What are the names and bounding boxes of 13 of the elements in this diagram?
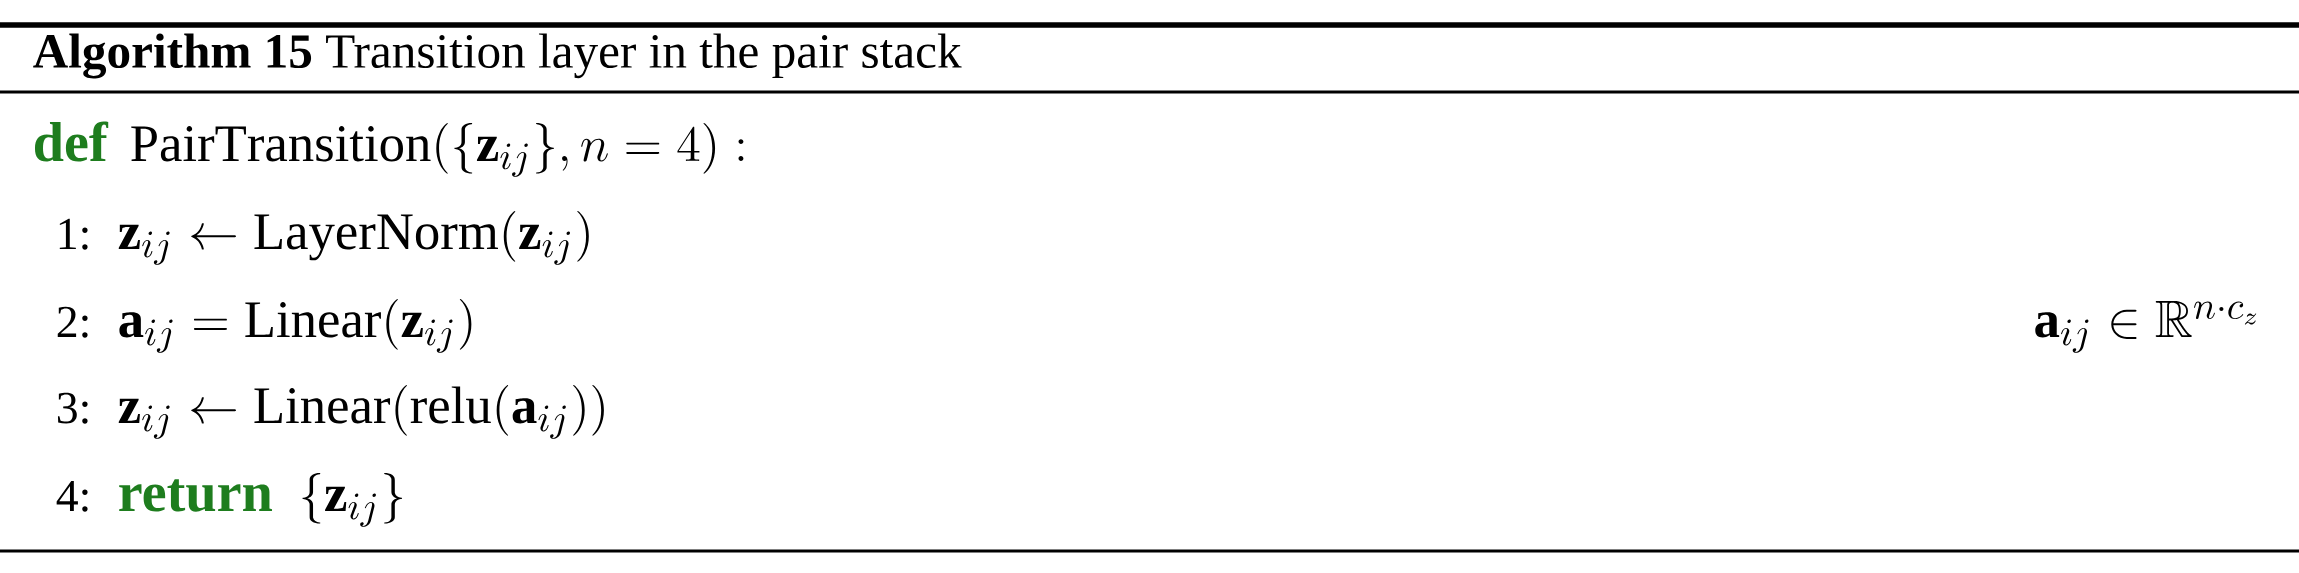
keyword: return xyxy=(119,479,272,512)
algorithm-title: Algorithm 15 Transition layer in the pair stack xyxy=(33,33,962,79)
line-number: 4: xyxy=(56,480,88,512)
formula: $\mathrm{PairTransition}(\{\mathbf{z}_{ij}\}, n=4):$ xyxy=(131,123,744,177)
formula: $\mathbf{z}_{ij} \leftarrow \mathrm{LayerNorm}(\mathbf{z}_{ij})$ xyxy=(118,211,589,265)
formula: $\mathbf{z}_{ij} \leftarrow \mathrm{Linear}(\mathrm{relu}(\mathbf{a}_{ij}))$ xyxy=(118,385,604,439)
keyword: def xyxy=(34,121,109,162)
formula: $\mathbf{a}_{ij} = \mathrm{Linear}(\mathbf{z}_{ij})$ xyxy=(119,299,472,353)
formula: $\{\mathbf{z}_{ij}\}$ xyxy=(302,473,403,527)
line-number: 3: xyxy=(57,392,88,424)
line-number: 1: xyxy=(59,218,88,250)
formula: $\mathbf{a}_{ij} \in \mathbb{R}^{n \cdot c_z}$ xyxy=(2035,300,2257,353)
line-number: 2: xyxy=(57,306,88,338)
